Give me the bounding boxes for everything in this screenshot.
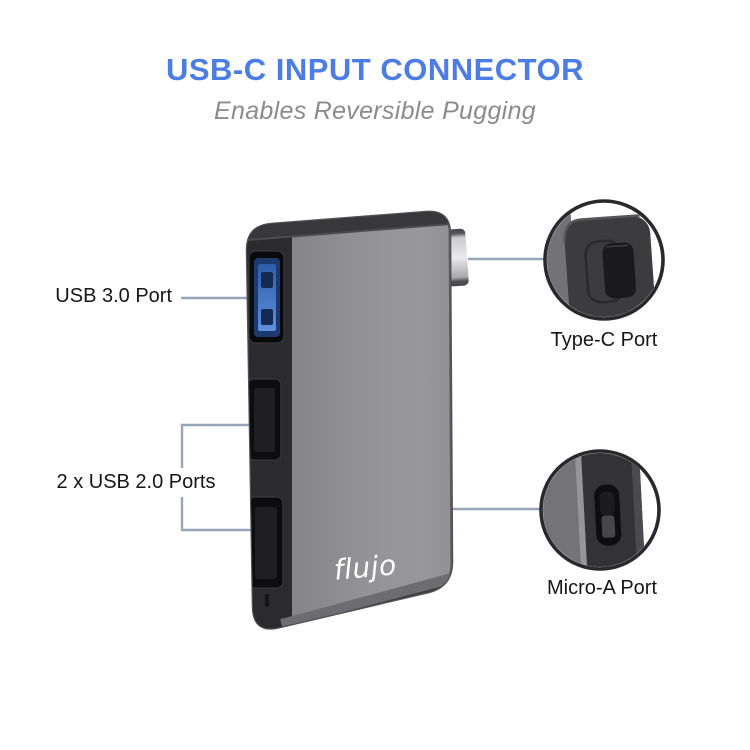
callout-circle-microa [539, 449, 661, 571]
device-top-highlight [247, 223, 452, 241]
usb3-port [248, 250, 285, 344]
page-title: USB-C INPUT CONNECTOR [165, 52, 585, 87]
label-usb2-ports: 2 x USB 2.0 Ports [46, 468, 226, 497]
device-bottom-face [280, 573, 452, 629]
usb2-port-2 [248, 496, 284, 589]
label-microa-port: Micro-A Port [546, 577, 658, 599]
label-typec-port: Type-C Port [550, 329, 658, 351]
page-subtitle: Enables Reversible Pugging [214, 97, 536, 125]
usb2-port-1 [247, 378, 282, 461]
hub-device: flujo [245, 210, 454, 630]
led-indicator [265, 594, 269, 607]
device-top-rim [247, 211, 452, 241]
flujo-logo: flujo [332, 548, 397, 586]
label-usb3-port: USB 3.0 Port [55, 285, 172, 307]
